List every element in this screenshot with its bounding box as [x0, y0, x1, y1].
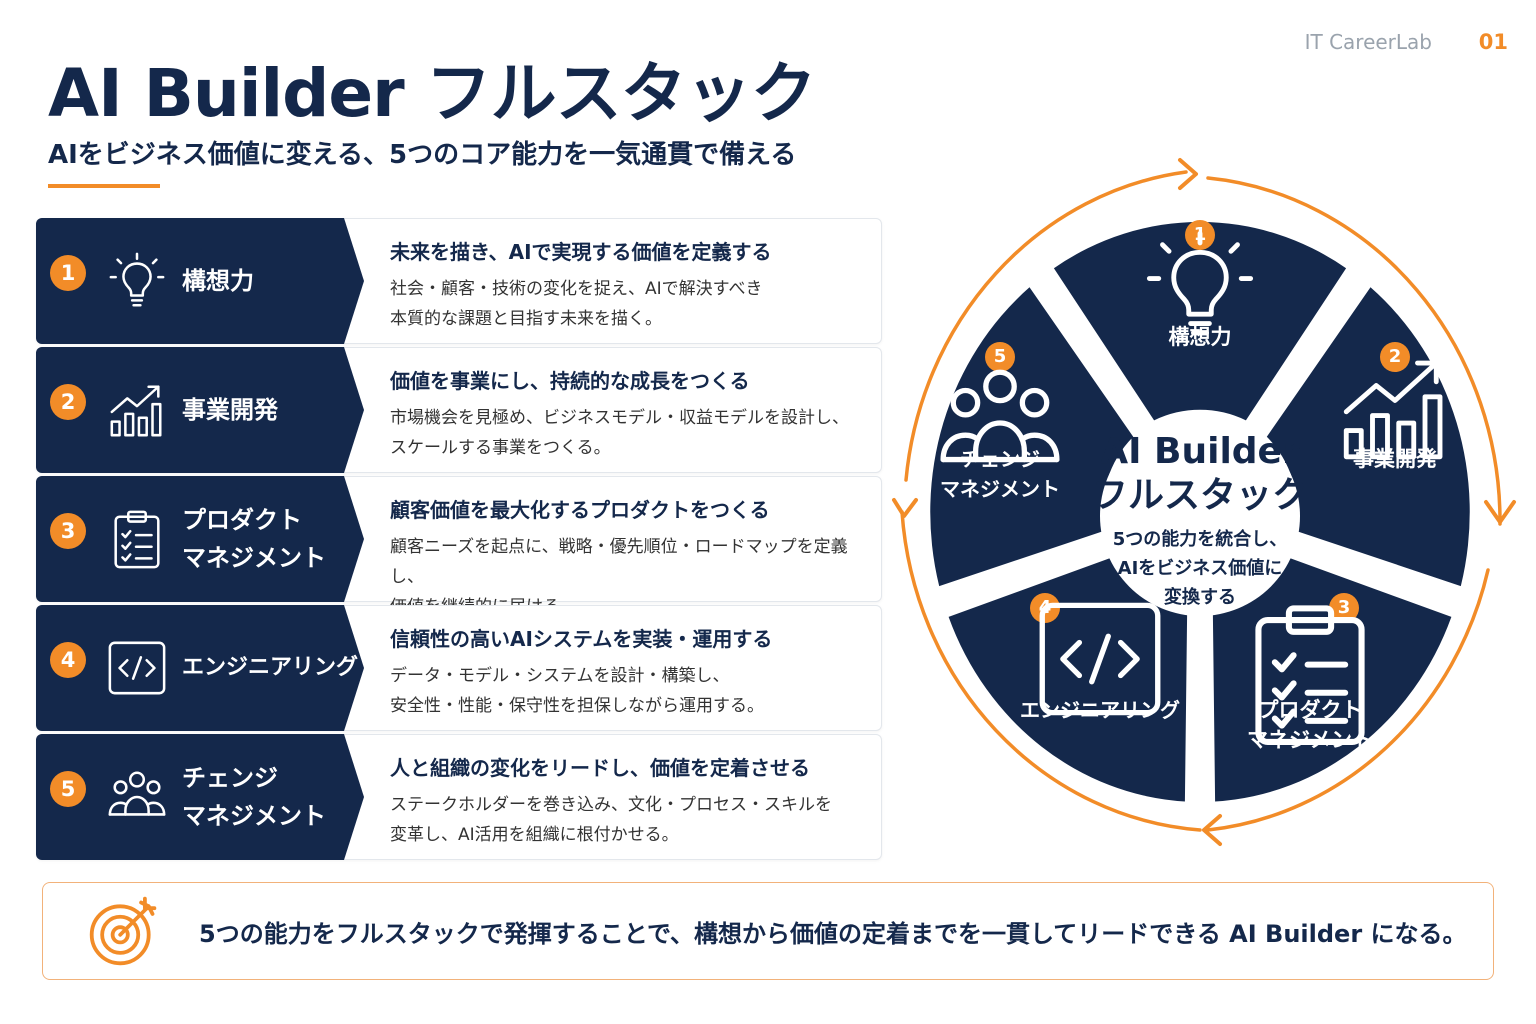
segment-5-content: 5 チェンジ マネジメント: [935, 342, 1065, 504]
step-number-badge: 2: [50, 384, 86, 420]
segment-number-badge: 2: [1380, 342, 1410, 372]
capability-row-5: 5 チェンジ マネジメント 人と組織の変化をリードし、価値を定着させる ステーク…: [36, 734, 882, 860]
capability-description: ステークホルダーを巻き込み、文化・プロセス・スキルを 変革し、AI活用を組織に根…: [390, 795, 832, 845]
diagram-center-circle: [1100, 416, 1300, 616]
code-icon: [1039, 602, 1161, 716]
title-underline: [48, 184, 160, 188]
growth-chart-icon: [106, 379, 168, 441]
page-title: AI Builder フルスタック: [48, 55, 817, 132]
capability-banner: [36, 476, 364, 602]
segment-1-content: 1 構想力: [1140, 220, 1260, 352]
step-number-badge: 3: [50, 513, 86, 549]
capability-heading: 価値を事業にし、持続的な成長をつくる: [390, 369, 750, 393]
capability-heading: 信頼性の高いAIシステムを実装・運用する: [390, 627, 773, 651]
step-number-badge: 4: [50, 642, 86, 678]
page-subtitle: AIをビジネス価値に変える、5つのコア能力を一気通貫で備える: [48, 140, 797, 170]
capability-row-2: 2 事業開発 価値を事業にし、持続的な成長をつくる 市場機会を見極め、ビジネスモ…: [36, 347, 882, 473]
step-number-badge: 5: [50, 771, 86, 807]
brand-name: IT CareerLab: [1304, 30, 1432, 54]
diagram-center-title: AI Builder フルスタック: [1091, 431, 1308, 516]
step-number-badge: 1: [50, 255, 86, 291]
people-group-icon: [940, 369, 1060, 463]
people-group-icon: [106, 766, 168, 828]
summary-text: 5つの能力をフルスタックで発揮することで、構想から価値の定着までを一貫してリード…: [199, 919, 1467, 948]
capability-row-1: 1 構想力 未来を描き、AIで実現する価値を定義する 社会・顧客・技術の変化を捉…: [36, 218, 882, 344]
segment-4-content: 4 エンジニアリング: [1010, 593, 1190, 725]
capability-description: 社会・顧客・技術の変化を捉え、AIで解決すべき 本質的な課題と目指す未来を描く。: [390, 279, 763, 329]
target-icon: [85, 893, 163, 969]
segment-2-content: 2 事業開発: [1335, 342, 1455, 474]
capability-cycle-diagram: AI Builder フルスタック 5つの能力を統合し、 AIをビジネス価値に …: [890, 150, 1530, 850]
capability-heading: 未来を描き、AIで実現する価値を定義する: [390, 240, 772, 264]
summary-banner: 5つの能力をフルスタックで発揮することで、構想から価値の定着までを一貫してリード…: [42, 882, 1494, 980]
capability-label: 事業開発: [182, 396, 278, 424]
capability-list: 1 構想力 未来を描き、AIで実現する価値を定義する 社会・顧客・技術の変化を捉…: [36, 218, 882, 863]
clipboard-checklist-icon: [106, 508, 168, 570]
capability-label: 構想力: [182, 267, 254, 295]
capability-banner: [36, 218, 364, 344]
lightbulb-icon: [1146, 231, 1254, 336]
diagram-center-description: 5つの能力を統合し、 AIをビジネス価値に 変換する: [1112, 529, 1288, 608]
page-number: 01: [1478, 30, 1508, 54]
lightbulb-icon: [106, 250, 168, 312]
capability-heading: 顧客価値を最大化するプロダクトをつくる: [390, 498, 770, 522]
capability-banner: [36, 347, 364, 473]
clipboard-checklist-icon: [1255, 605, 1365, 746]
capability-label: チェンジ マネジメント: [182, 764, 326, 830]
code-icon: [106, 637, 168, 699]
cycle-segment-4: [948, 557, 1188, 802]
capability-description: データ・モデル・システムを設計・構築し、 安全性・性能・保守性を担保しながら運用…: [390, 666, 764, 716]
growth-chart-icon: [1343, 360, 1443, 460]
segment-3-content: 3 プロダクト マネジメント: [1235, 593, 1385, 755]
capability-label: エンジニアリング: [182, 655, 359, 680]
segment-number-badge: 5: [985, 342, 1015, 372]
capability-banner: [36, 734, 364, 860]
capability-row-3: 3 プロダクト マネジメント 顧客価値を最大化するプロダクトをつくる 顧客ニーズ…: [36, 476, 882, 617]
capability-heading: 人と組織の変化をリードし、価値を定着させる: [390, 756, 810, 780]
capability-description: 市場機会を見極め、ビジネスモデル・収益モデルを設計し、 スケールする事業をつくる…: [390, 408, 849, 458]
capability-row-4: 4 エンジニアリング 信頼性の高いAIシステムを実装・運用する データ・モデル・…: [36, 605, 882, 731]
capability-label: プロダクト マネジメント: [182, 506, 326, 572]
capability-banner: [36, 605, 364, 731]
segment-label: 構想力: [1168, 325, 1232, 349]
